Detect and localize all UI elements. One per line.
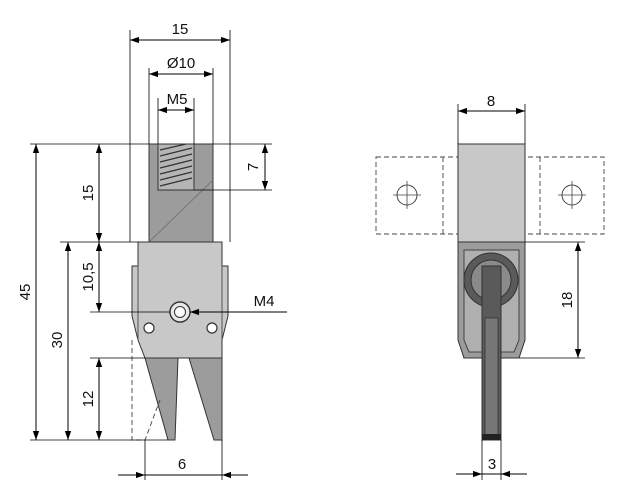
m4-hole-inner (174, 306, 186, 318)
jaw-right (188, 357, 223, 441)
dim-thread-length: 7 (245, 163, 262, 171)
dim-overall-width: 15 (172, 21, 189, 38)
dim-jaw-width: 6 (178, 456, 186, 473)
front-view: 15 Ø10 M5 7 15 45 10,5 30 12 M4 6 (17, 21, 287, 480)
dim-jaw: 12 (80, 391, 97, 408)
dim-screw: M4 (254, 293, 275, 310)
dim-lower: 30 (49, 332, 66, 349)
dim-thread: M5 (167, 91, 188, 108)
front-dimension-lines (32, 36, 287, 479)
dim-diameter: Ø10 (167, 55, 195, 72)
mount-hole-right (558, 181, 586, 209)
finger-tip (482, 434, 501, 440)
dim-upper-height: 15 (80, 185, 97, 202)
dim-overall-height: 45 (17, 284, 34, 301)
thread-lines (159, 143, 193, 187)
screw-hole-left (143, 322, 155, 334)
dim-mid: 10,5 (80, 262, 97, 291)
side-dimension-lines (456, 107, 582, 478)
dim-finger: 3 (488, 456, 496, 473)
side-shaft (457, 143, 526, 243)
mount-hole-left (393, 181, 421, 209)
screw-hole-right (206, 322, 218, 334)
jaw-left (144, 357, 179, 441)
finger-face (484, 317, 499, 437)
gripper-block (131, 241, 229, 359)
dim-side-height: 18 (559, 292, 576, 309)
dim-side-width: 8 (487, 93, 495, 110)
side-view: 8 18 3 (375, 93, 605, 480)
